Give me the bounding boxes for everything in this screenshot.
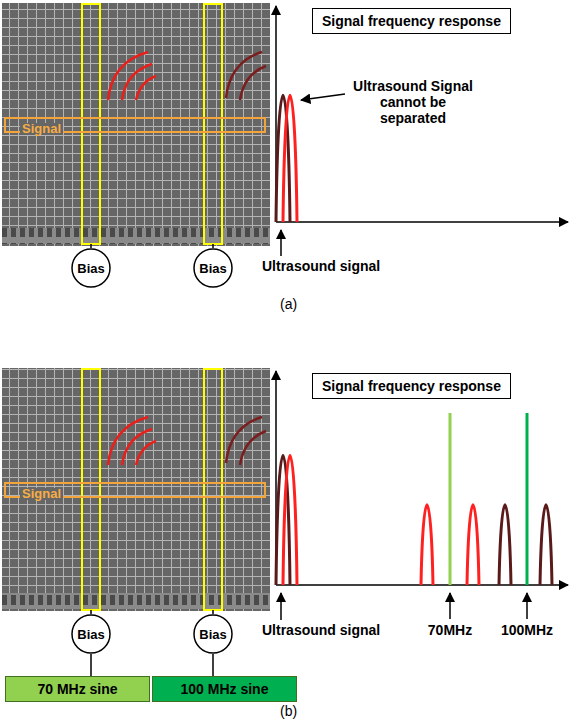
sideband-peak <box>540 505 552 585</box>
node-text: Bias <box>199 615 226 655</box>
bias-column <box>82 4 100 244</box>
x-axis <box>276 221 568 223</box>
node-text: Bias <box>77 615 104 655</box>
leader-arrow <box>280 230 282 256</box>
panel-label: (a) <box>280 296 297 312</box>
sideband-peak <box>421 505 433 585</box>
spectrum-peak <box>283 455 297 585</box>
frequency-label: 100MHz <box>501 622 553 638</box>
bias-circle: Bias <box>71 248 111 288</box>
bias-circle: Bias <box>193 614 233 654</box>
axis-label: Ultrasound signal <box>262 622 380 638</box>
node-text: Signal <box>20 123 63 135</box>
bias-circle: Bias <box>71 614 111 654</box>
node-text: 100 MHz sine <box>181 677 269 701</box>
bias-wire <box>91 244 213 248</box>
leader-arrow <box>526 593 528 619</box>
signal-row-band: Signal <box>4 482 266 498</box>
spectrum-plot <box>276 6 568 256</box>
carrier-line <box>449 413 452 585</box>
sideband-peak <box>467 505 479 585</box>
wave-arcs <box>108 417 156 465</box>
node-text: Bias <box>199 249 226 289</box>
node-text: Signal frequency response <box>322 378 501 395</box>
connector-wire <box>90 654 92 676</box>
connector-wire <box>212 654 214 676</box>
node-text: Signal <box>20 488 63 500</box>
title-box: Signal frequency response <box>312 373 511 399</box>
chip-image <box>2 3 270 246</box>
axis-label: Ultrasound signal <box>262 258 380 274</box>
signal-row-band: Signal <box>4 117 266 133</box>
sine-source-box: 100 MHz sine <box>152 676 297 702</box>
bias-wire <box>91 610 213 614</box>
sine-source-box: 70 MHz sine <box>5 676 150 702</box>
node-text: Signal frequency response <box>322 13 501 30</box>
sideband-peak <box>499 505 511 585</box>
leader-arrow <box>280 593 282 620</box>
bias-column <box>204 369 222 610</box>
bias-column <box>82 369 100 610</box>
wave-arcs <box>226 417 266 465</box>
node-text: Bias <box>77 249 104 289</box>
transducer-array-image <box>2 3 270 248</box>
leader-arrow <box>301 94 345 100</box>
node-text: 70 MHz sine <box>37 677 117 701</box>
spectrum-peak <box>283 95 297 222</box>
leader-arrow <box>449 593 451 619</box>
spectrum-plot <box>276 371 568 620</box>
transducer-array-image <box>2 368 270 614</box>
chip-pads <box>2 593 270 609</box>
bias-circle: Bias <box>193 248 233 288</box>
title-box: Signal frequency response <box>312 8 511 34</box>
wave-arcs <box>108 52 156 100</box>
chip-pads <box>2 228 270 244</box>
chip-image <box>2 368 270 611</box>
panel-label: (b) <box>280 703 297 719</box>
frequency-label: 70MHz <box>428 622 472 638</box>
carrier-line <box>526 413 529 585</box>
bias-column <box>204 4 222 244</box>
wave-arcs <box>226 52 266 100</box>
annotation: Ultrasound Signal cannot be separated <box>350 78 476 126</box>
